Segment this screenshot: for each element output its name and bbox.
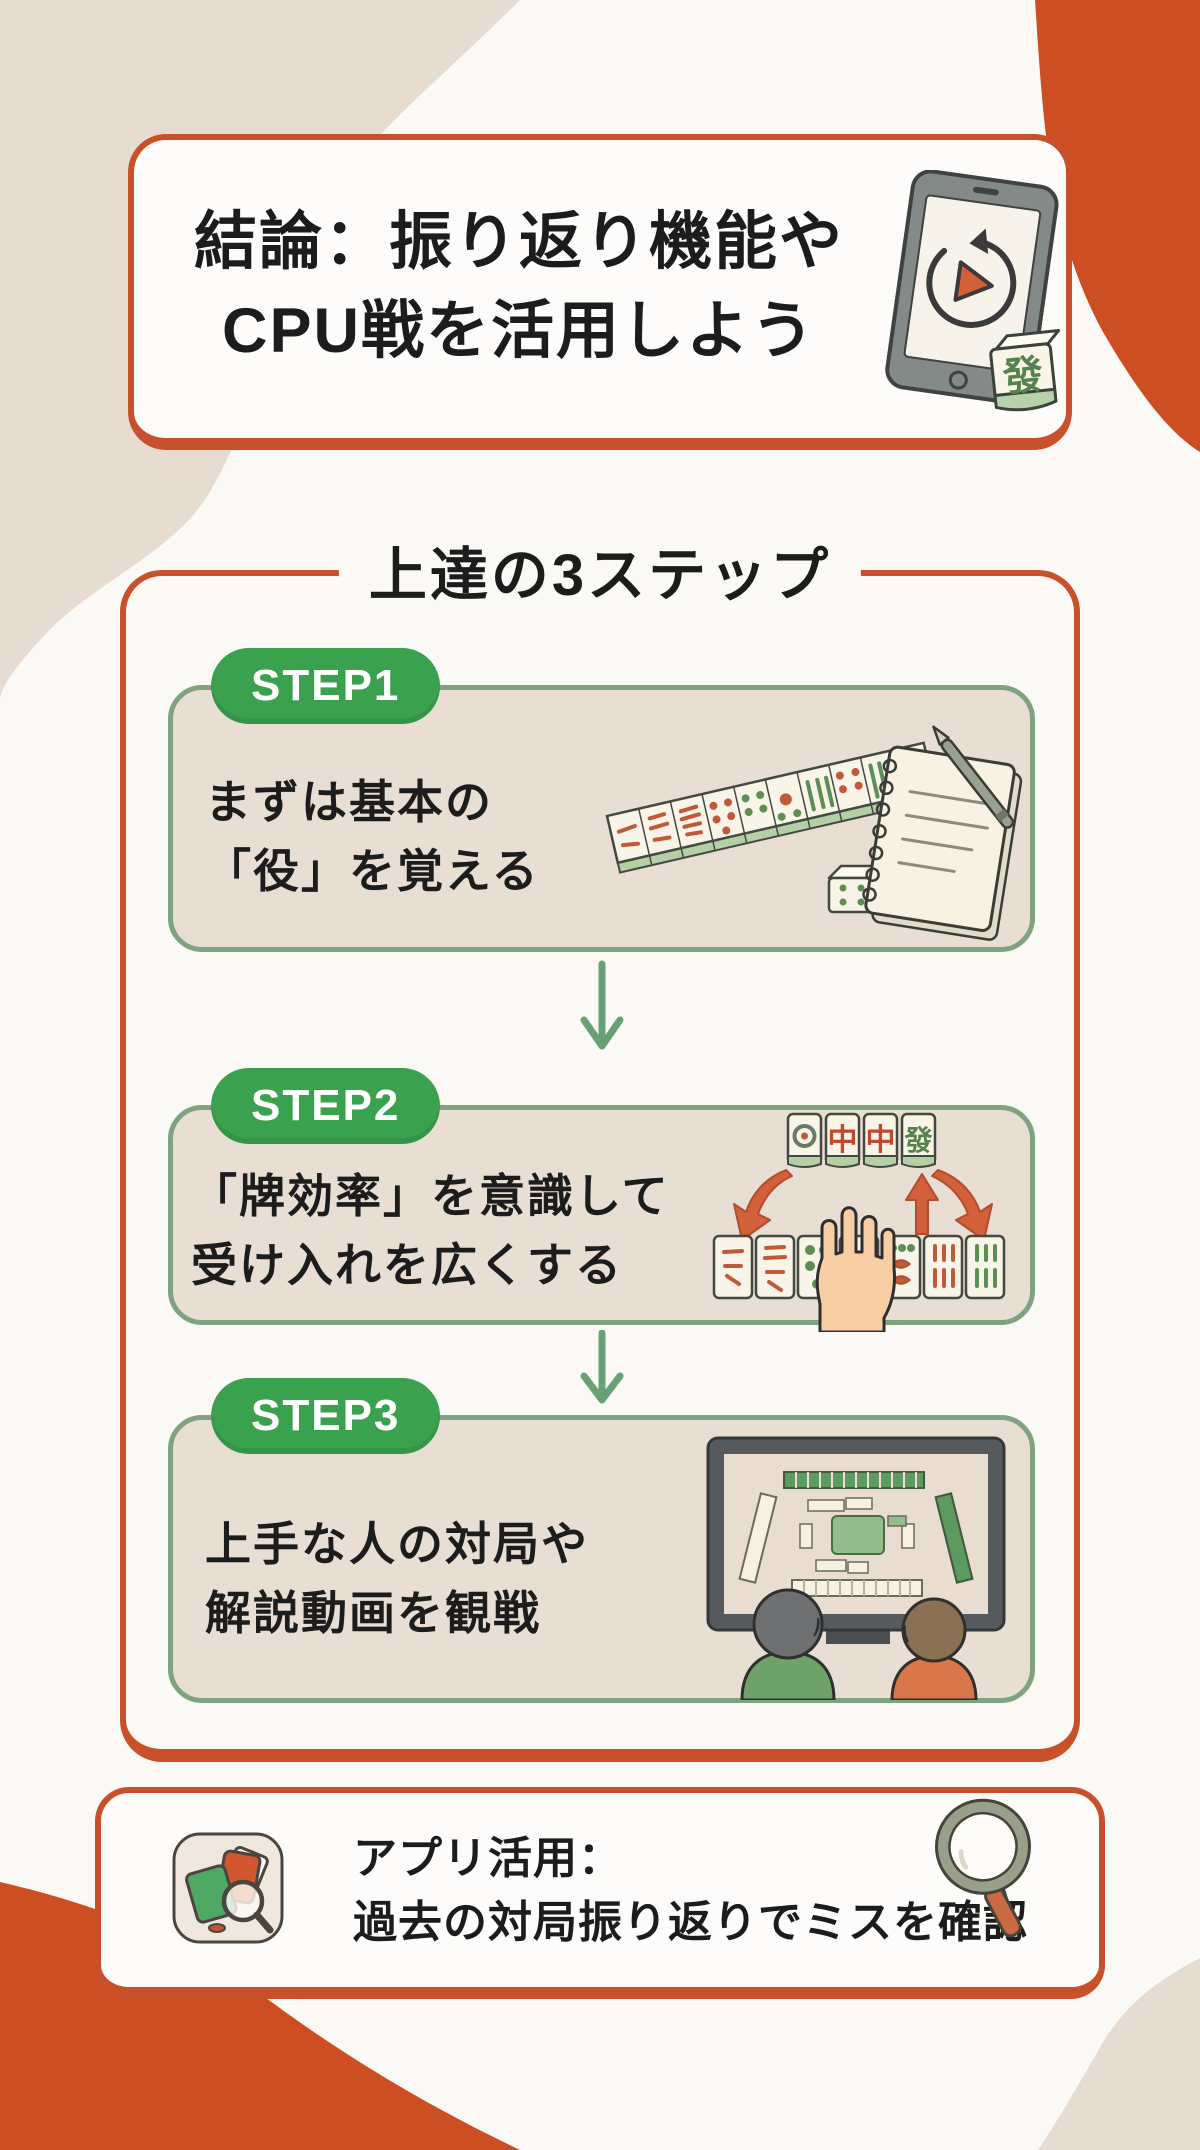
step3-text: 上手な人の対局や 解説動画を観戦 [205, 1518, 589, 1639]
orange-blob-top-right [1035, 0, 1200, 452]
page-title: 結論：振り返り機能や CPU戦を活用しよう [154, 198, 884, 377]
down-arrow-icon [580, 960, 624, 1050]
watching-match-illustration [706, 1436, 1006, 1700]
tile-row-notebook-illustration [605, 725, 1023, 941]
app-tip-box: アプリ活用： 過去の対局振り返りでミスを確認 [95, 1787, 1105, 1999]
step1-box: STEP1 まずは基本の 「役」を覚える [168, 648, 1035, 952]
magnifying-glass-icon [934, 1798, 1031, 1938]
app-magnifier [221, 1879, 274, 1934]
page-title-line2: CPU戦を活用しよう [221, 296, 816, 367]
viewer-right [890, 1597, 978, 1700]
upper-tile-row: 中 中 發 [786, 1112, 937, 1168]
step1-badge: STEP1 [211, 648, 441, 724]
tablet-home-button [948, 370, 968, 390]
app-tip-line1: アプリ活用： [353, 1834, 623, 1883]
replay-icon [926, 228, 1017, 328]
svg-text:發: 發 [903, 1125, 932, 1156]
pen [932, 725, 1015, 829]
exchange-arrows [733, 1169, 993, 1241]
hand [815, 1206, 896, 1332]
beige-blob-bottom-right [1038, 1958, 1200, 2150]
step1-text: まずは基本の 「役」を覚える [205, 776, 540, 897]
hatsu-tile: 發 [989, 328, 1061, 412]
steps-section-heading: 上達の3ステップ [338, 522, 862, 618]
step2-text: 「牌効率」を意識して 受け入れを広くする [191, 1170, 670, 1291]
conclusion-header-box: 結論：振り返り機能や CPU戦を活用しよう 發 [128, 134, 1072, 450]
tile-efficiency-illustration: 中 中 發 [712, 1112, 1006, 1332]
step3-badge: STEP3 [211, 1378, 441, 1454]
app-tip-line2: 過去の対局振り返りでミスを確認 [353, 1897, 1028, 1947]
mahjong-review-app-icon [172, 1832, 284, 1944]
viewer-left [740, 1588, 836, 1700]
mahjong-table-screen [738, 1471, 974, 1597]
svg-text:中: 中 [866, 1124, 896, 1157]
step2-badge: STEP2 [211, 1068, 441, 1144]
svg-text:中: 中 [828, 1124, 858, 1157]
hatsu-glyph: 發 [1000, 352, 1045, 400]
down-arrow-icon [580, 1330, 624, 1404]
tablet-camera-dot [973, 186, 999, 196]
app-tip-text: アプリ活用： 過去の対局振り返りでミスを確認 [353, 1827, 1028, 1955]
step2-box: STEP2 「牌効率」を意識して 受け入れを広くする 中 [168, 1068, 1035, 1332]
tablet-replay-illustration: 發 [885, 170, 1061, 412]
step3-box: STEP3 上手な人の対局や 解説動画を観戦 [168, 1378, 1035, 1703]
page-title-line1: 結論：振り返り機能や [194, 207, 844, 277]
